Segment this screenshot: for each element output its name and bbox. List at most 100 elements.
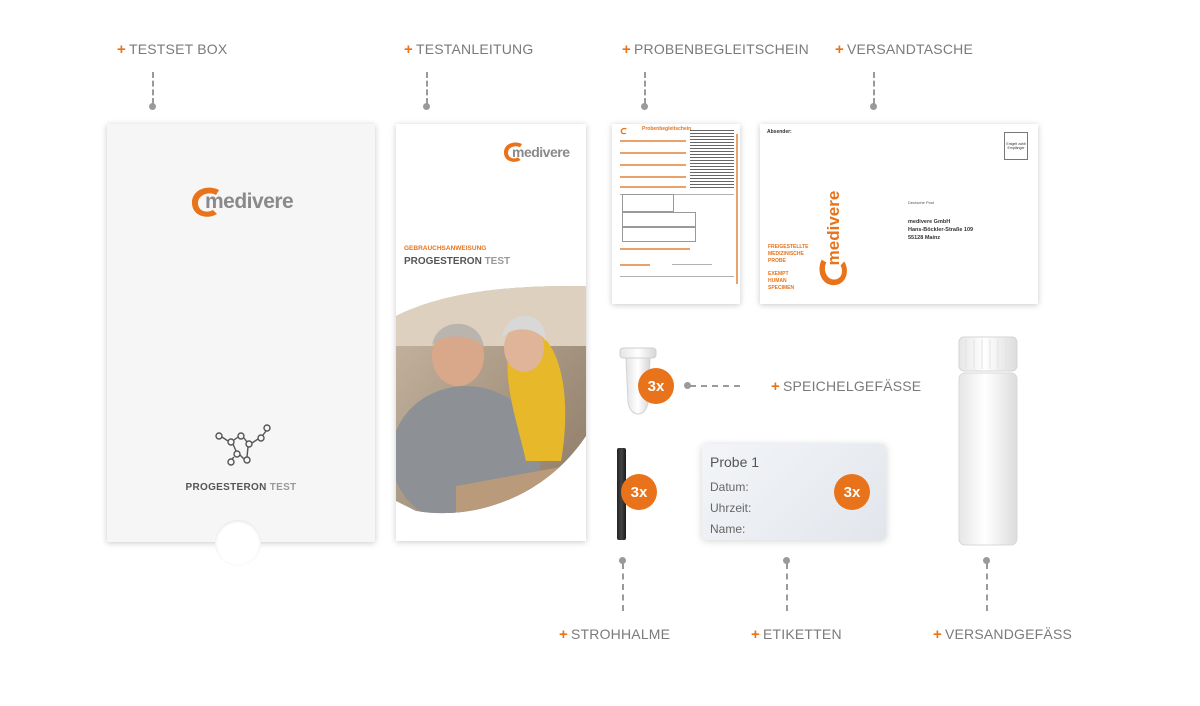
plus-icon: +: [933, 626, 942, 643]
product-name-strong: PROGESTERON: [185, 482, 267, 493]
address-line: 55128 Mainz: [908, 235, 941, 241]
form-box: [622, 194, 674, 212]
exempt-line: HUMAN: [768, 278, 787, 284]
box-notch: [215, 520, 261, 566]
envelope-sender-label: Absender:: [767, 129, 792, 135]
label-title: Probe 1: [710, 454, 760, 470]
manual-booklet: medivere GEBRAUCHSANWEISUNG PROGESTERON …: [396, 124, 586, 541]
form-line: [620, 176, 686, 178]
address-line: medivere GmbH: [908, 219, 951, 225]
box-product-title: PROGESTERON TEST: [107, 482, 375, 493]
callout-testset-box: +TESTSET BOX: [117, 41, 227, 58]
sample-form-sheet: Probenbegleitschein: [612, 124, 740, 304]
exempt-line: EXEMPT: [768, 271, 789, 277]
exempt-line: FREIGESTELLTE: [768, 244, 809, 250]
plus-icon: +: [117, 41, 126, 58]
connector-dot: [619, 557, 626, 564]
form-line: [620, 186, 686, 188]
plus-icon: +: [559, 626, 568, 643]
couple-photo: [396, 286, 586, 514]
callout-strohhalme: +STROHHALME: [559, 626, 670, 643]
exempt-label-de: FREIGESTELLTE MEDIZINISCHE PROBE: [768, 244, 808, 265]
connector-dot: [423, 103, 430, 110]
plus-icon: +: [404, 41, 413, 58]
plus-icon: +: [751, 626, 760, 643]
exempt-line: PROBE: [768, 258, 786, 264]
medivere-vertical-logo: medivere: [816, 191, 850, 294]
molecule-icon: [215, 424, 271, 466]
recipient-address: medivere GmbH Hans-Böckler-Straße 109 55…: [908, 218, 973, 242]
callout-label: PROBENBEGLEITSCHEIN: [633, 41, 809, 57]
connector-line: [873, 72, 875, 104]
form-line: [620, 152, 686, 154]
medivere-logo: medivere: [189, 184, 309, 224]
label-field-date: Datum:: [710, 480, 749, 494]
stamp-text: Entgelt zahlt Empfänger: [1006, 142, 1026, 150]
callout-label: SPEICHELGEFÄSSE: [782, 378, 922, 394]
callout-label: STROHHALME: [570, 626, 671, 642]
manual-title-strong: PROGESTERON: [404, 256, 482, 267]
callout-probenbegleitschein: +PROBENBEGLEITSCHEIN: [622, 41, 809, 58]
shipping-vessel: [956, 335, 1020, 549]
manual-subtitle: GEBRAUCHSANWEISUNG: [404, 245, 487, 252]
medivere-swoosh-icon: [191, 187, 219, 217]
form-side-strip: [736, 134, 738, 284]
form-line: [672, 264, 712, 265]
form-text-column: [690, 130, 734, 190]
connector-dot: [641, 103, 648, 110]
testset-box: medivere PROGESTERON TEST: [107, 124, 375, 566]
tube-quantity-badge: 3x: [638, 368, 674, 404]
address-line: Hans-Böckler-Straße 109: [908, 227, 974, 233]
callout-speichelgefaesse: +SPEICHELGEFÄSSE: [771, 378, 921, 395]
form-box: [622, 212, 696, 228]
callout-label: ETIKETTEN: [762, 626, 842, 642]
logo-text: medivere: [824, 190, 843, 266]
label-field-name: Name:: [710, 522, 746, 536]
vessel-icon: [958, 336, 1018, 546]
callout-versandgefaess: +VERSANDGEFÄSS: [933, 626, 1072, 643]
connector-line: [786, 563, 788, 611]
manual-title-light: TEST: [484, 256, 511, 267]
medivere-swoosh-icon: [819, 259, 847, 286]
shipping-envelope: Absender: Entgelt zahlt Empfänger Deutsc…: [760, 124, 1038, 304]
callout-label: VERSANDTASCHE: [846, 41, 973, 57]
connector-dot: [983, 557, 990, 564]
callout-label: TESTANLEITUNG: [415, 41, 534, 57]
callout-versandtasche: +VERSANDTASCHE: [835, 41, 973, 58]
logo-text: medivere: [205, 190, 294, 213]
connector-line: [644, 72, 646, 104]
connector-line: [622, 563, 624, 611]
manual-title: PROGESTERON TEST: [404, 256, 510, 267]
form-line: [620, 194, 734, 195]
connector-line: [152, 72, 154, 104]
connector-dot: [870, 103, 877, 110]
connector-line: [986, 563, 988, 611]
form-line: [620, 276, 734, 277]
logo-text: medivere: [512, 144, 570, 160]
form-line: [620, 264, 650, 266]
callout-etiketten: +ETIKETTEN: [751, 626, 842, 643]
callout-testanleitung: +TESTANLEITUNG: [404, 41, 533, 58]
form-box: [622, 226, 696, 242]
plus-icon: +: [771, 378, 780, 395]
label-field-time: Uhrzeit:: [710, 501, 752, 515]
callout-label: TESTSET BOX: [128, 41, 228, 57]
product-name-light: TEST: [269, 482, 297, 493]
connector-line: [426, 72, 428, 104]
form-line: [620, 140, 686, 142]
connector-line: [690, 385, 740, 387]
straw-quantity-badge: 3x: [621, 474, 657, 510]
label-quantity-badge: 3x: [834, 474, 870, 510]
medivere-swoosh-icon: [620, 127, 627, 135]
connector-dot: [783, 557, 790, 564]
form-title: Probenbegleitschein: [642, 126, 692, 132]
plus-icon: +: [622, 41, 631, 58]
exempt-line: SPECIMEN: [768, 285, 795, 291]
postage-stamp-box: Entgelt zahlt Empfänger: [1004, 132, 1028, 160]
postage-mark: Deutsche Post: [908, 200, 935, 205]
connector-dot: [684, 382, 691, 389]
medivere-logo: medivere: [502, 140, 582, 166]
form-line: [620, 164, 686, 166]
exempt-label-en: EXEMPT HUMAN SPECIMEN: [768, 271, 794, 292]
connector-dot: [149, 103, 156, 110]
